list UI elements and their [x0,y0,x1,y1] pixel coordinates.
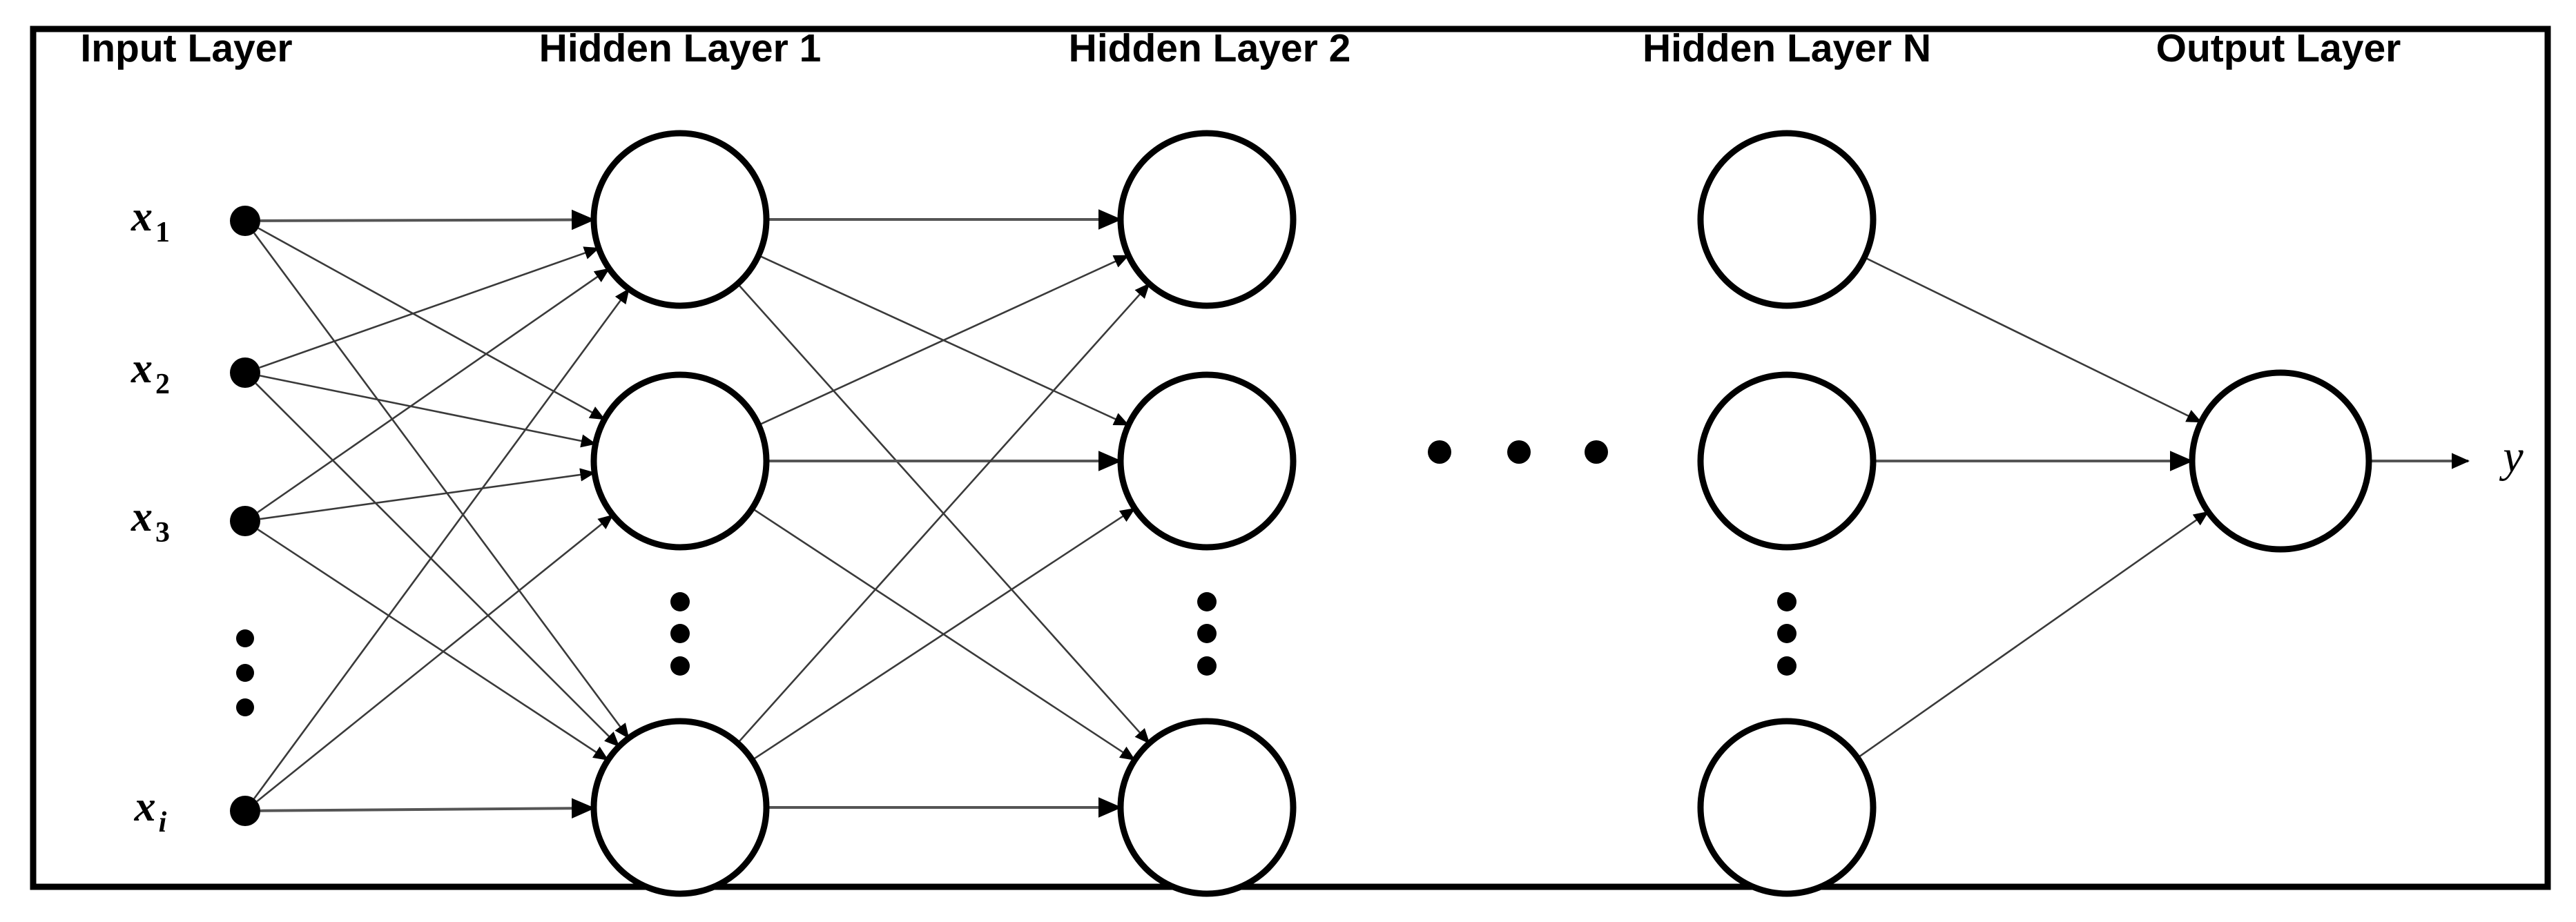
connection-edges-group [253,209,2470,819]
edge-line [258,227,606,420]
input-vertical-ellipsis-dot [236,664,254,682]
edge-line [1863,256,2202,423]
vertical-ellipsis-dot-hidden2 [1197,624,1217,643]
neuron-output[interactable] [2189,369,2372,553]
edge-line [253,232,630,739]
vertical-ellipsis-dot-hidden2 [1197,592,1217,611]
vertical-ellipsis-dot-hidden2 [1197,656,1217,676]
edge-line [260,209,596,230]
layer-title-hiddenN: Hidden Layer N [1643,26,1931,70]
input-node-xi[interactable] [230,796,260,826]
neuron-hiddenN-1[interactable] [1697,130,1877,309]
edge-line [255,382,620,747]
edge-line [259,246,600,369]
input-label-x3: x3 [130,493,170,548]
output-label-y: y [2499,431,2524,482]
layer-title-output: Output Layer [2156,26,2401,70]
edge-line [751,507,1136,761]
text-labels-group: Input Layer Hidden Layer 1 Hidden Layer 2 H… [80,26,2524,838]
edge-line [260,798,596,819]
edge-line [758,254,1130,426]
neuron-hiddenN-2[interactable] [1697,371,1877,551]
edge-line [257,529,609,761]
input-label-x2: x2 [130,345,170,400]
edge-line [260,375,597,448]
neuron-hiddenN-3[interactable] [1697,718,1877,897]
input-label-x1: x1 [130,193,170,248]
layer-title-input: Input Layer [80,26,292,70]
neuron-nodes-group [230,130,2372,897]
vertical-ellipsis-dot-hidden1 [670,624,690,643]
input-vertical-ellipsis-dot [236,629,254,647]
input-node-x2[interactable] [230,357,260,388]
horizontal-ellipsis-dot [1428,440,1451,464]
ellipsis-markers-group [236,440,1797,716]
input-node-x1[interactable] [230,206,260,236]
edge-line [256,514,614,803]
vertical-ellipsis-dot-hidden1 [670,592,690,611]
edge-line [260,468,596,520]
vertical-ellipsis-dot-hiddenN [1777,592,1797,611]
vertical-ellipsis-dot-hidden1 [670,656,690,676]
neuron-hidden2-2[interactable] [1117,371,1297,551]
input-label-xi: xi [134,783,167,838]
layer-title-hidden1: Hidden Layer 1 [539,26,822,70]
edge-line [737,283,1150,744]
horizontal-ellipsis-dot [1585,440,1608,464]
neuron-hidden2-1[interactable] [1117,130,1297,309]
edge-line [257,268,610,513]
neuron-hidden2-3[interactable] [1117,718,1297,897]
vertical-ellipsis-dot-hiddenN [1777,656,1797,676]
input-node-x3[interactable] [230,506,260,536]
neuron-hidden1-1[interactable] [590,130,770,309]
horizontal-ellipsis-dot [1507,440,1531,464]
layer-title-hidden2: Hidden Layer 2 [1069,26,1351,70]
neuron-hidden1-2[interactable] [590,371,770,551]
neuron-hidden1-3[interactable] [590,718,770,897]
edge-line [253,288,630,800]
edge-line [1857,511,2209,759]
input-vertical-ellipsis-dot [236,698,254,716]
vertical-ellipsis-dot-hiddenN [1777,624,1797,643]
